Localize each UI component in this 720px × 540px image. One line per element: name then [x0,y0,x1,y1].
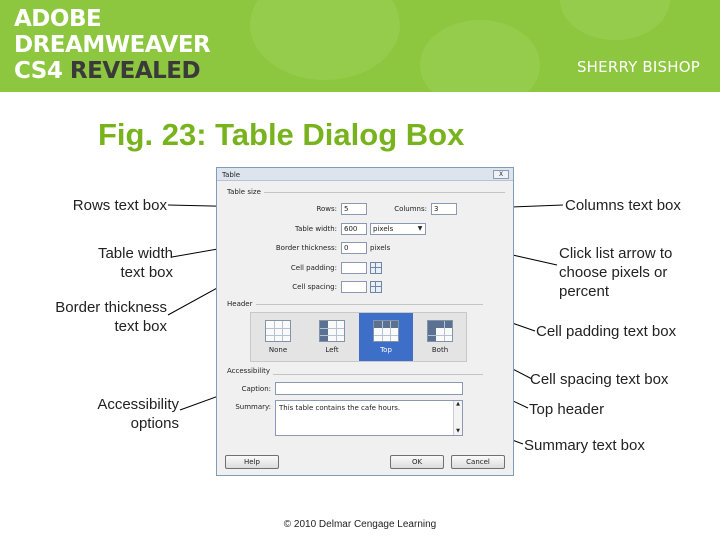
caption-label: Caption: [241,385,271,393]
help-button[interactable]: Help [225,455,279,469]
figure-title: Fig. 23: Table Dialog Box [98,117,465,152]
ok-button[interactable]: OK [390,455,444,469]
header-option-none[interactable]: None [251,313,305,361]
label-rows: Rows text box [72,197,167,214]
section-divider [227,192,505,193]
section-table-size: Table size [227,188,264,196]
scroll-up-icon[interactable]: ▲ [456,401,460,407]
author-name: SHERRY BISHOP [576,58,700,76]
section-header: Header [227,300,256,308]
scroll-down-icon[interactable]: ▼ [456,428,460,434]
cell-spacing-label: Cell spacing: [292,283,337,291]
banner-decoration [250,0,400,80]
table-none-icon [265,320,291,342]
cell-padding-input[interactable] [341,262,367,274]
table-width-input[interactable]: 600 [341,223,367,235]
width-unit-value: pixels [373,225,394,233]
table-both-header-icon [427,320,453,342]
chevron-down-icon[interactable]: ▼ [417,225,423,232]
table-dialog: Table X Table size Rows: 5 Columns: 3 Ta… [216,167,514,476]
book-title-line: CS4 REVEALED [14,58,210,84]
section-divider [227,374,483,375]
table-left-header-icon [319,320,345,342]
dialog-title: Table [222,171,241,179]
cell-spacing-input[interactable] [341,281,367,293]
header-options-panel: None Left Top Both [250,312,467,362]
rows-label: Rows: [316,205,337,213]
header-option-label: Left [325,346,339,354]
border-thickness-label: Border thickness: [275,244,337,252]
columns-label: Columns: [394,205,427,213]
revealed-word: REVEALED [69,58,201,84]
label-columns: Columns text box [565,197,681,214]
book-title-line: ADOBE [14,6,102,32]
scrollbar[interactable]: ▲▼ [453,401,462,435]
cancel-button[interactable]: Cancel [451,455,505,469]
header-option-top[interactable]: Top [359,313,413,361]
banner: ADOBE DREAMWEAVER CS4 REVEALED SHERRY BI… [0,0,720,92]
summary-label: Summary: [235,403,271,411]
close-button[interactable]: X [493,170,509,179]
section-divider [227,304,483,305]
header-option-left[interactable]: Left [305,313,359,361]
section-accessibility: Accessibility [227,367,274,375]
book-title-line: DREAMWEAVER [14,32,211,58]
cell-padding-icon [370,262,382,274]
banner-decoration [560,0,670,40]
rows-input[interactable]: 5 [341,203,367,215]
summary-text: This table contains the cafe hours. [279,404,401,412]
label-cell-spacing: Cell spacing text box [530,371,669,388]
label-cell-padding: Cell padding text box [536,323,677,340]
dialog-titlebar: Table X [217,168,513,181]
cell-spacing-icon [370,281,382,293]
width-unit-select[interactable]: pixels ▼ [370,223,426,235]
cell-padding-label: Cell padding: [290,264,337,272]
header-option-label: Both [431,346,449,354]
edition: CS4 [14,58,70,84]
header-option-label: None [268,346,288,354]
label-summary: Summary text box [524,437,645,454]
label-top-header: Top header [529,401,605,418]
copyright-footer: © 2010 Delmar Cengage Learning [283,519,437,530]
table-top-header-icon [373,320,399,342]
book-title: ADOBE DREAMWEAVER CS4 REVEALED [14,6,211,84]
border-unit-label: pixels [370,244,391,252]
banner-decoration [420,20,540,92]
header-option-both[interactable]: Both [413,313,467,361]
columns-input[interactable]: 3 [431,203,457,215]
caption-input[interactable] [275,382,463,395]
summary-textarea[interactable]: This table contains the cafe hours. ▲▼ [275,400,463,436]
border-thickness-input[interactable]: 0 [341,242,367,254]
header-option-label: Top [380,346,392,354]
table-width-label: Table width: [295,225,337,233]
